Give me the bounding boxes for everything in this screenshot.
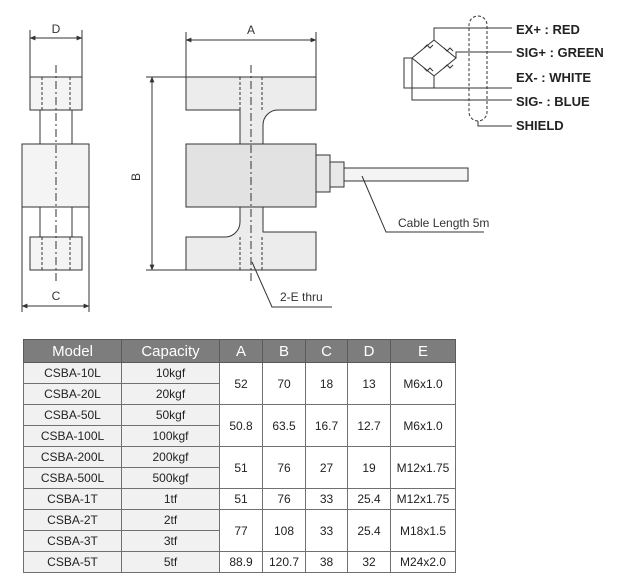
dim-d-cell: 13 [347,362,391,405]
dim-a-cell: 88.9 [219,551,263,573]
wiring-diagram [403,15,512,127]
dim-b-cell: 120.7 [262,551,306,573]
dim-e-cell: M12x1.75 [390,488,456,510]
dim-b-cell: 76 [262,446,306,489]
dim-d-cell: 19 [347,446,391,489]
dim-c-cell: 16.7 [305,404,348,447]
model-cell: CSBA-500L [23,467,122,489]
wire-label-ex-minus: EX- : WHITE [516,70,592,85]
capacity-cell: 20kgf [121,383,220,405]
table-row: CSBA-100L 100kgf [23,425,456,447]
dim-c-cell: 27 [305,446,348,489]
dim-label-d: D [52,22,61,36]
capacity-cell: 500kgf [121,467,220,489]
header-model: Model [23,339,122,363]
dim-c-cell: 33 [305,509,348,552]
table-header-row: Model Capacity A B C D E [23,339,456,363]
dim-c-cell: 18 [305,362,348,405]
dim-a-cell: 77 [219,509,263,552]
capacity-cell: 50kgf [121,404,220,426]
dim-e-cell: M24x2.0 [390,551,456,573]
capacity-cell: 5tf [121,551,220,573]
model-cell: CSBA-50L [23,404,122,426]
dim-e-cell: M12x1.75 [390,446,456,489]
model-cell: CSBA-3T [23,530,122,552]
table-row: CSBA-500L 500kgf [23,467,456,489]
front-view [146,32,484,308]
table-row: CSBA-5T 5tf 88.9 120.7 38 32 M24x2.0 [23,551,456,573]
dim-a-cell: 52 [219,362,263,405]
model-cell: CSBA-10L [23,362,122,384]
dim-d-cell: 25.4 [347,488,391,510]
wire-label-shield: SHIELD [516,118,564,133]
dim-b-cell: 63.5 [262,404,306,447]
capacity-cell: 3tf [121,530,220,552]
header-c: C [305,339,348,363]
dim-a-cell: 51 [219,446,263,489]
dim-label-c: C [52,289,61,303]
dim-a-cell: 50.8 [219,404,263,447]
dim-b-cell: 70 [262,362,306,405]
dim-c-cell: 33 [305,488,348,510]
table-row: CSBA-200L 200kgf 51 76 27 19 M12x1.75 [23,446,456,489]
header-d: D [347,339,391,363]
capacity-cell: 2tf [121,509,220,531]
header-capacity: Capacity [121,339,220,363]
dim-b-cell: 76 [262,488,306,510]
dim-e-cell: M6x1.0 [390,362,456,405]
header-a: A [219,339,263,363]
wire-label-ex-plus: EX+ : RED [516,22,580,37]
table-row: CSBA-50L 50kgf 50.8 63.5 16.7 12.7 M6x1.… [23,404,456,447]
dim-d-cell: 12.7 [347,404,391,447]
header-b: B [262,339,306,363]
capacity-cell: 1tf [121,488,220,510]
table-row: CSBA-10L 10kgf 52 70 18 13 M6x1.0 [23,362,456,405]
dim-label-b: B [129,173,143,181]
load-cell-drawing: D A B C Cable Length 5m 2-E thru [21,15,512,312]
dim-label-a: A [247,23,255,37]
capacity-cell: 100kgf [121,425,220,447]
model-cell: CSBA-200L [23,446,122,468]
table-row: CSBA-2T 2tf 77 108 33 25.4 M18x1.5 [23,509,456,552]
dim-d-cell: 25.4 [347,509,391,552]
dim-d-cell: 32 [347,551,391,573]
table-row: CSBA-1T 1tf 51 76 33 25.4 M12x1.75 [23,488,456,510]
dim-b-cell: 108 [262,509,306,552]
model-cell: CSBA-5T [23,551,122,573]
model-cell: CSBA-2T [23,509,122,531]
dim-e-cell: M6x1.0 [390,404,456,447]
dim-c-cell: 38 [305,551,348,573]
side-view [21,30,90,312]
model-cell: CSBA-1T [23,488,122,510]
spec-table: Model Capacity A B C D E CSBA-10L 10kgf … [23,339,456,573]
cable-length-note: Cable Length 5m [398,216,489,230]
header-e: E [390,339,456,363]
model-cell: CSBA-100L [23,425,122,447]
table-row: CSBA-20L 20kgf [23,383,456,405]
thru-hole-note: 2-E thru [280,290,323,304]
wire-label-sig-minus: SIG- : BLUE [516,94,590,109]
capacity-cell: 200kgf [121,446,220,468]
model-cell: CSBA-20L [23,383,122,405]
dim-a-cell: 51 [219,488,263,510]
wire-label-sig-plus: SIG+ : GREEN [516,45,604,60]
dim-e-cell: M18x1.5 [390,509,456,552]
capacity-cell: 10kgf [121,362,220,384]
